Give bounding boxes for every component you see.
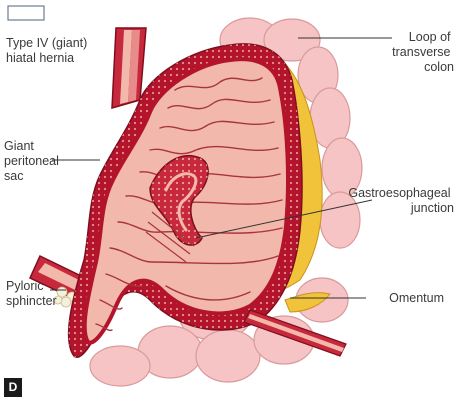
label-transverse-colon: Loop of transverse colon xyxy=(392,30,454,74)
label-omentum: Omentum xyxy=(389,291,444,305)
esophagus xyxy=(112,28,146,108)
panel-letter-badge: D xyxy=(4,378,22,397)
label-peritoneal-sac: Giant peritoneal sac xyxy=(4,139,62,183)
label-ge-junction: Gastroesophageal junction xyxy=(348,186,454,215)
corner-box xyxy=(8,6,44,20)
label-hernia-type: Type IV (giant) hiatal hernia xyxy=(6,36,91,65)
